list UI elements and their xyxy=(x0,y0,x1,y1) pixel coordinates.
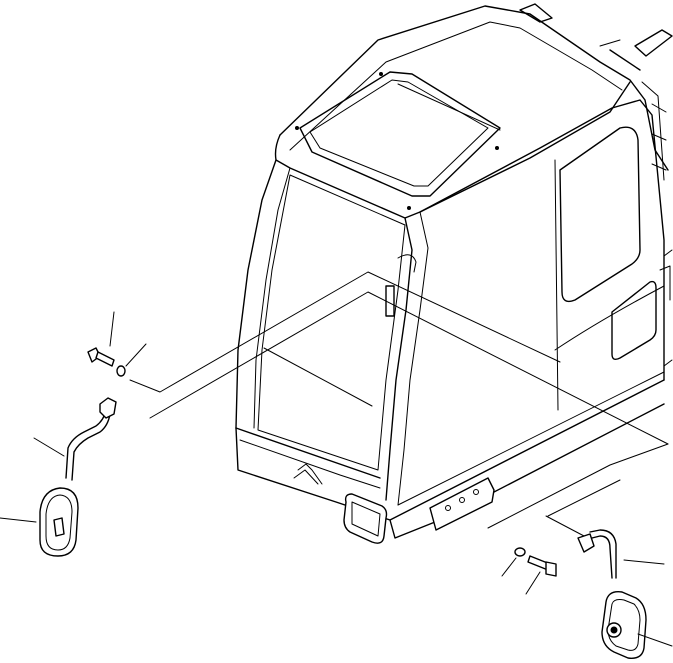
mirror-icon xyxy=(601,591,647,659)
mirror-stay-icon xyxy=(589,529,617,579)
washer-icon xyxy=(116,365,126,377)
bolt-left xyxy=(87,311,115,367)
assembly-lines xyxy=(129,271,669,537)
bolt-right xyxy=(525,555,557,595)
work-lamp xyxy=(343,493,388,544)
mirror-stay-icon xyxy=(65,409,107,479)
mirror-stay-left xyxy=(33,397,117,481)
mirror-bracket xyxy=(429,477,495,531)
mirror-right xyxy=(601,591,673,659)
washer-left xyxy=(116,343,147,377)
side-window xyxy=(559,126,641,303)
operator-cab xyxy=(235,3,673,544)
sunroof-window xyxy=(299,71,501,197)
front-window xyxy=(257,174,406,471)
mirror-left xyxy=(0,487,79,557)
washer-right xyxy=(501,547,526,577)
washer-icon xyxy=(514,547,526,557)
mirror-stay-right xyxy=(577,529,665,579)
rear-side-window xyxy=(611,280,657,361)
